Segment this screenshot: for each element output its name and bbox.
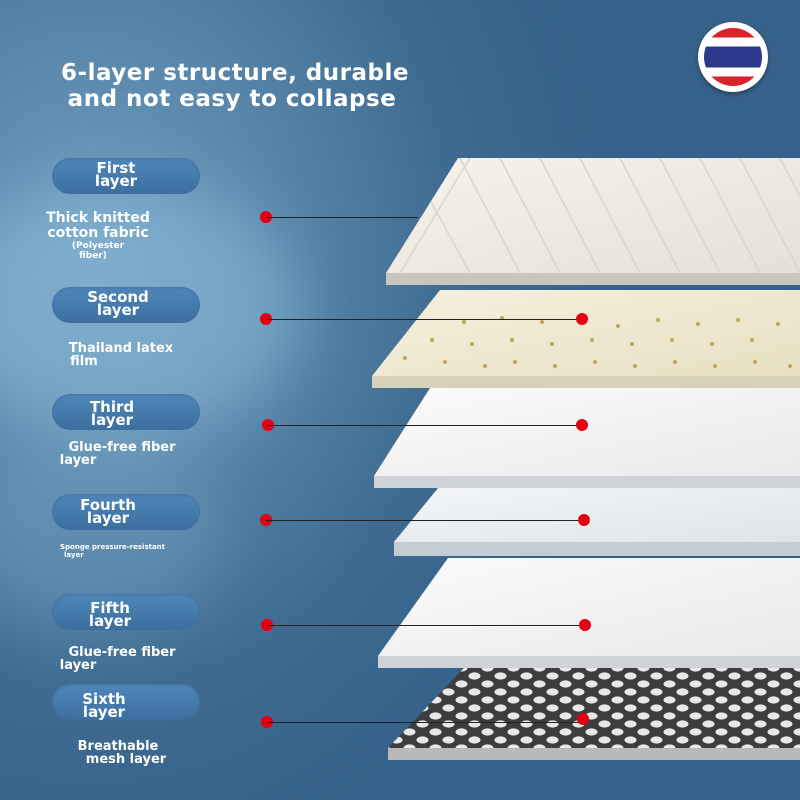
- layer-3-desc-line-1: Glue-free fiber: [68, 440, 176, 455]
- layer-4-label-line-2: layer: [86, 509, 130, 527]
- layer-1-badge: First layer: [52, 158, 200, 194]
- layer-2-latex-sheet: [372, 290, 800, 388]
- layer-6-description: Breathable mesh layer: [58, 740, 178, 766]
- layer-6-label-line-2: layer: [82, 703, 126, 721]
- layer-3-label-line-2: layer: [90, 411, 134, 429]
- layer-2-desc-line-1: Thailand latex: [68, 341, 174, 356]
- layer-5-label-line-1: Fifth: [90, 599, 130, 617]
- layer-3-label-line-1: Third: [89, 398, 135, 416]
- layer-3-desc-line-2: layer: [59, 453, 97, 468]
- layer-1-desc-line-4: fiber): [79, 251, 107, 261]
- layer-1-description: Thick knitted cotton fabric (Polyester f…: [28, 211, 168, 261]
- layer-4-desc-line-1: Sponge pressure-resistant: [60, 543, 166, 551]
- layer-1-leader-line: [266, 217, 418, 218]
- layer-2-marker-dot-right: [576, 313, 588, 325]
- layer-6-leader-line: [267, 722, 583, 723]
- layer-4-label-line-1: Fourth: [80, 496, 136, 514]
- layer-6-desc-line-1: Breathable: [77, 739, 159, 754]
- layer-4-leader-line: [266, 520, 584, 521]
- layer-5-badge: Fifth layer: [52, 594, 200, 630]
- layer-5-marker-dot-right: [579, 619, 591, 631]
- layer-5-label-line-2: layer: [88, 612, 132, 630]
- layer-4-marker-dot-right: [578, 514, 590, 526]
- layer-6-badge: Sixth layer: [52, 684, 200, 720]
- layer-1-desc-line-3: (Polyester: [71, 241, 125, 251]
- layer-1-fabric-sheet: [386, 158, 800, 285]
- layer-2-leader-line: [266, 319, 582, 320]
- layer-1-label-line-1: First: [96, 159, 136, 177]
- layer-3-marker-dot-right: [576, 419, 588, 431]
- layer-3-fiber-sheet: [374, 388, 800, 488]
- page-title: 6-layer structure, durable and not easy …: [40, 60, 430, 112]
- layer-5-fiber-sheet: [378, 558, 800, 668]
- thailand-flag-icon: [698, 22, 768, 92]
- layer-1-label-line-2: layer: [94, 172, 138, 190]
- layer-1-desc-line-2: cotton fabric: [47, 225, 149, 241]
- layer-2-description: Thailand latex film: [58, 342, 184, 368]
- layer-5-desc-line-1: Glue-free fiber: [68, 645, 176, 660]
- layer-3-description: Glue-free fiber layer: [57, 441, 187, 467]
- title-line-2: and not easy to collapse: [67, 86, 397, 112]
- layer-2-label-line-2: layer: [96, 301, 140, 319]
- layer-6-marker-dot-right: [577, 713, 589, 725]
- layer-4-badge: Fourth layer: [52, 494, 200, 530]
- layer-2-label-line-1: Second: [87, 288, 149, 306]
- layer-4-sponge-sheet: [394, 488, 800, 556]
- layer-6-desc-line-2: mesh layer: [85, 752, 167, 767]
- layer-5-desc-line-2: layer: [59, 658, 97, 673]
- title-line-1: 6-layer structure, durable: [61, 60, 409, 86]
- layer-6-mesh-sheet: [388, 668, 800, 760]
- layer-3-badge: Third layer: [52, 394, 200, 430]
- layer-6-label-line-1: Sixth: [82, 690, 126, 708]
- layer-2-desc-line-2: film: [70, 354, 98, 369]
- layer-5-leader-line: [267, 625, 585, 626]
- layer-1-desc-line-1: Thick knitted: [46, 210, 150, 226]
- layer-4-description: Sponge pressure-resistant layer: [60, 544, 210, 559]
- layer-2-badge: Second layer: [52, 287, 200, 323]
- layer-5-description: Glue-free fiber layer: [57, 646, 187, 672]
- layer-3-leader-line: [268, 425, 582, 426]
- layer-4-desc-line-2: layer: [64, 551, 84, 559]
